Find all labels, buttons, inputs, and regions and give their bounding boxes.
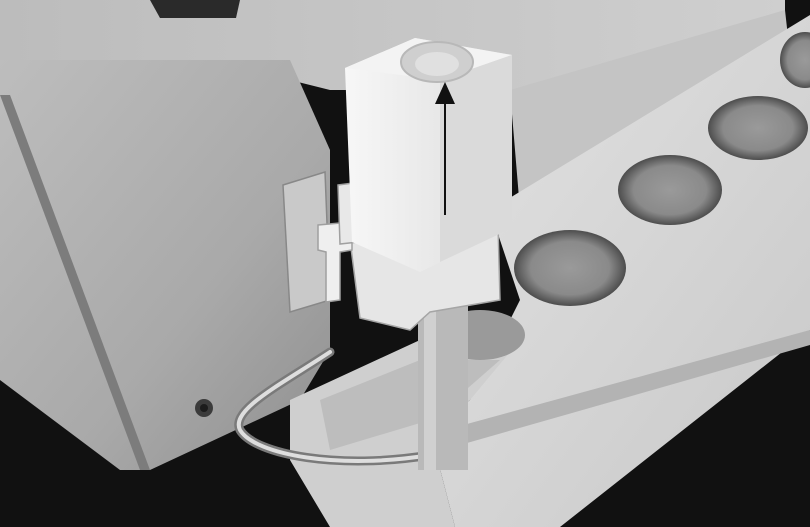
rack-hole xyxy=(514,230,626,306)
rack-front-edge xyxy=(445,330,810,445)
block-well-inner xyxy=(415,52,459,76)
block-right-face xyxy=(440,55,512,262)
panel-edge xyxy=(0,95,150,470)
tubing-highlight xyxy=(236,350,432,463)
rack-hole xyxy=(618,155,722,225)
instrument-side-panel xyxy=(0,60,330,470)
rack-hole xyxy=(780,32,810,88)
arrow-up-icon xyxy=(435,82,455,104)
lid-slot xyxy=(150,0,240,18)
screw-center xyxy=(200,404,208,412)
rack-hole xyxy=(708,96,808,160)
